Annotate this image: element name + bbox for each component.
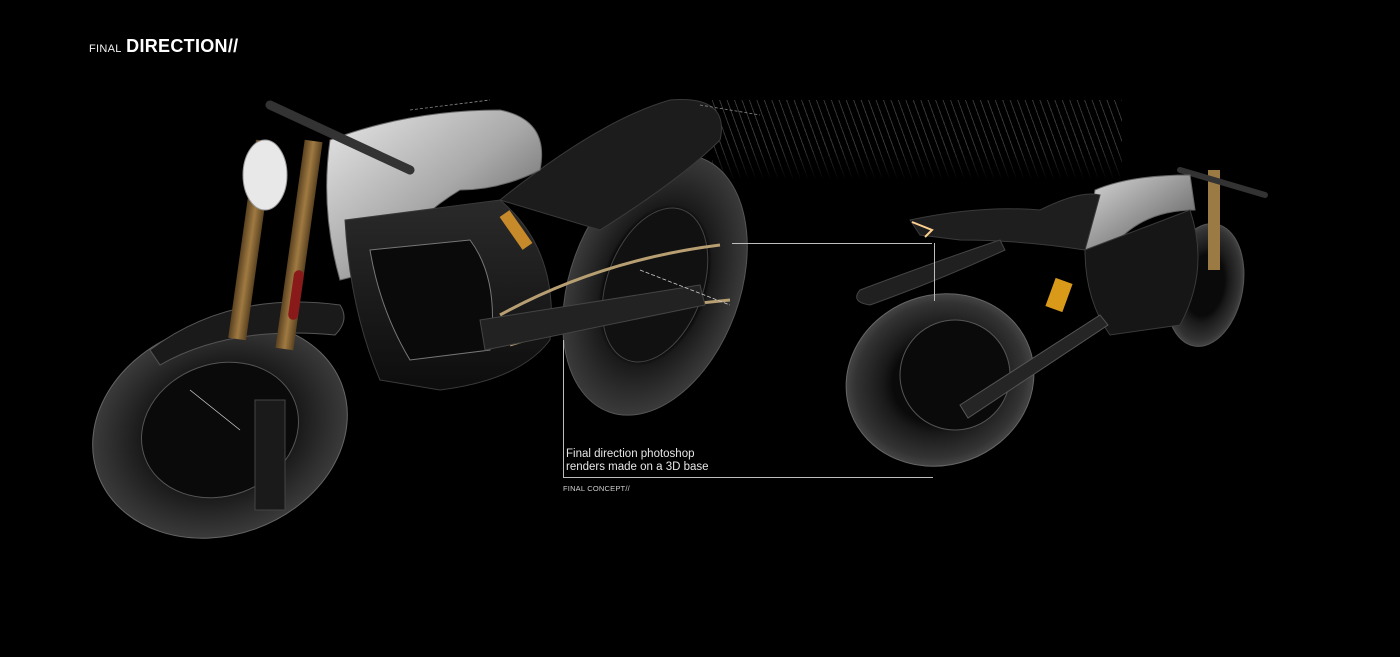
- callout-line-vertical-left: [563, 340, 564, 477]
- page-title: FINAL DIRECTION//: [89, 36, 238, 57]
- callout-line-top: [732, 243, 932, 244]
- title-prefix: FINAL: [89, 43, 122, 55]
- render-caption: Final direction photoshop renders made o…: [566, 448, 709, 474]
- caption-line-1: Final direction photoshop: [566, 448, 695, 460]
- title-main: DIRECTION//: [126, 36, 239, 56]
- callout-line-bottom: [563, 477, 933, 478]
- decorative-hatch-lines: [712, 100, 1122, 180]
- caption-line-2: renders made on a 3D base: [566, 461, 709, 473]
- motorcycle-render-rear: [845, 167, 1268, 467]
- concept-subtitle: FINAL CONCEPT//: [563, 484, 630, 493]
- motorcycle-render-front: [92, 99, 760, 539]
- callout-line-vertical-right: [934, 243, 935, 301]
